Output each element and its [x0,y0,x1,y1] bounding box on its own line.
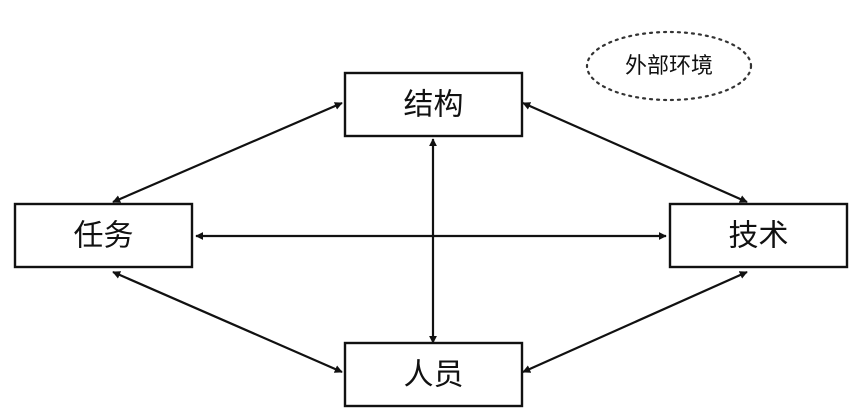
connector-technology-people [522,270,748,374]
connector-structure-task [112,101,343,204]
node-people-label: 人员 [404,358,464,393]
node-people: 人员 [343,341,524,408]
external-environment: 外部环境 [585,30,753,102]
node-structure: 结构 [343,71,524,138]
environment-dotted-ellipse [585,30,753,102]
connector-structure-technology [522,101,748,204]
node-structure-label: 结构 [404,88,464,123]
node-task: 任务 [13,202,194,269]
node-technology: 技术 [668,202,849,269]
node-technology-box [668,202,849,269]
node-people-box [343,341,524,408]
node-technology-label: 技术 [729,219,789,254]
connector-task-people [112,270,343,374]
connectors [112,101,748,374]
node-structure-box [343,71,524,138]
node-task-label: 任务 [74,219,134,254]
node-task-box [13,202,194,269]
environment-label: 外部环境 [625,54,713,79]
